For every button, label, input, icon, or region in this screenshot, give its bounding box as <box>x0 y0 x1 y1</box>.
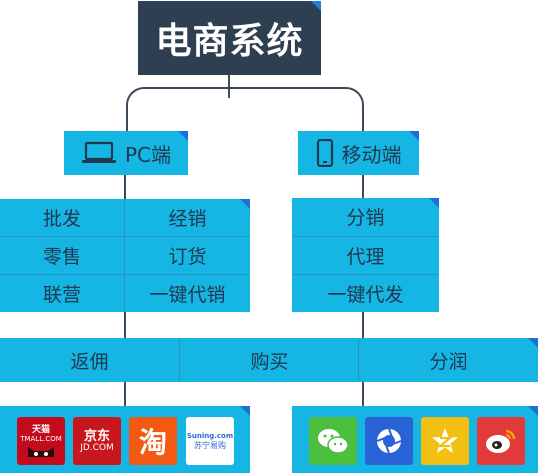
mobile-function-item: 分销 <box>346 207 385 229</box>
connector-bar-to-pc-logos <box>124 382 126 406</box>
wechat-icon <box>318 429 349 454</box>
page-title: 电商系统 <box>155 21 304 62</box>
action-item: 购买 <box>250 350 289 373</box>
connector-title <box>228 75 230 98</box>
corner-fold <box>528 338 538 348</box>
connector-bar-to-mobile-logos <box>362 382 364 406</box>
mobile-functions-grid: 分销 代理 一键代发 <box>292 198 439 312</box>
corner-fold <box>528 406 538 416</box>
jd-logo-subtext: JD.COM <box>80 443 114 453</box>
connector-mobile-to-grid <box>362 175 364 198</box>
laptop-icon <box>81 141 116 163</box>
corner-fold <box>178 131 188 141</box>
connector-mobile-grid-to-bar <box>362 312 364 338</box>
connector-mobile-down <box>362 109 364 131</box>
pc-branch-label: PC端 <box>124 142 172 167</box>
pc-function-item: 经销 <box>168 208 207 230</box>
suning-logo-text: Suning.com <box>186 432 234 440</box>
jd-logo-text: 京东 <box>83 429 110 444</box>
corner-fold <box>409 131 419 141</box>
actions-bar: 返佣 购买 分润 <box>0 338 538 382</box>
pc-branch-node: PC端 <box>64 131 188 175</box>
mobile-platforms-box <box>292 406 538 473</box>
wechat-logo <box>309 417 357 465</box>
smartphone-icon <box>316 139 333 167</box>
mobile-function-item: 一键代发 <box>327 284 404 306</box>
corner-fold <box>240 406 250 416</box>
taobao-logo: 淘 <box>129 417 177 465</box>
tmall-logo-subtext: TMALL.COM <box>20 434 62 443</box>
connector-curve-left <box>126 87 230 111</box>
weibo-logo <box>477 417 525 465</box>
mobile-function-item: 代理 <box>346 246 385 268</box>
weibo-icon <box>486 429 516 453</box>
corner-fold <box>311 1 321 11</box>
pc-platforms-box: 天猫 TMALL.COM 京东 JD.COM 淘 Suning.com 苏宁易购 <box>0 406 250 473</box>
tmall-logo-text: 天猫 <box>31 424 50 435</box>
pc-function-item: 联营 <box>42 284 81 306</box>
suning-logo-subtext: 苏宁易购 <box>193 441 226 450</box>
pc-function-item: 零售 <box>42 246 81 268</box>
page-title-box: 电商系统 <box>138 1 321 75</box>
camera-app-logo <box>365 417 413 465</box>
pc-function-item: 批发 <box>42 208 81 230</box>
cat-face-icon <box>27 446 54 457</box>
pc-function-item: 订货 <box>168 246 207 268</box>
connector-pc-grid-to-bar <box>124 312 126 338</box>
connector-pc-to-grid <box>124 175 126 199</box>
star-icon <box>432 428 458 453</box>
aperture-icon <box>376 428 402 454</box>
jd-logo: 京东 JD.COM <box>73 417 121 465</box>
pc-functions-grid: 批发 经销 零售 订货 联营 一键代销 <box>0 199 250 312</box>
mobile-branch-node: 移动端 <box>298 131 419 175</box>
connector-curve-right <box>230 87 364 111</box>
suning-logo: Suning.com 苏宁易购 <box>186 417 234 465</box>
taobao-logo-text: 淘 <box>138 426 167 459</box>
action-item: 返佣 <box>70 350 109 373</box>
action-item: 分润 <box>429 350 468 373</box>
pc-function-item: 一键代销 <box>149 284 226 306</box>
tmall-logo: 天猫 TMALL.COM <box>17 417 65 465</box>
corner-fold <box>429 198 439 208</box>
corner-fold <box>240 199 250 209</box>
mobile-branch-label: 移动端 <box>341 142 402 167</box>
connector-pc-down <box>126 109 128 131</box>
qzone-logo <box>421 417 469 465</box>
